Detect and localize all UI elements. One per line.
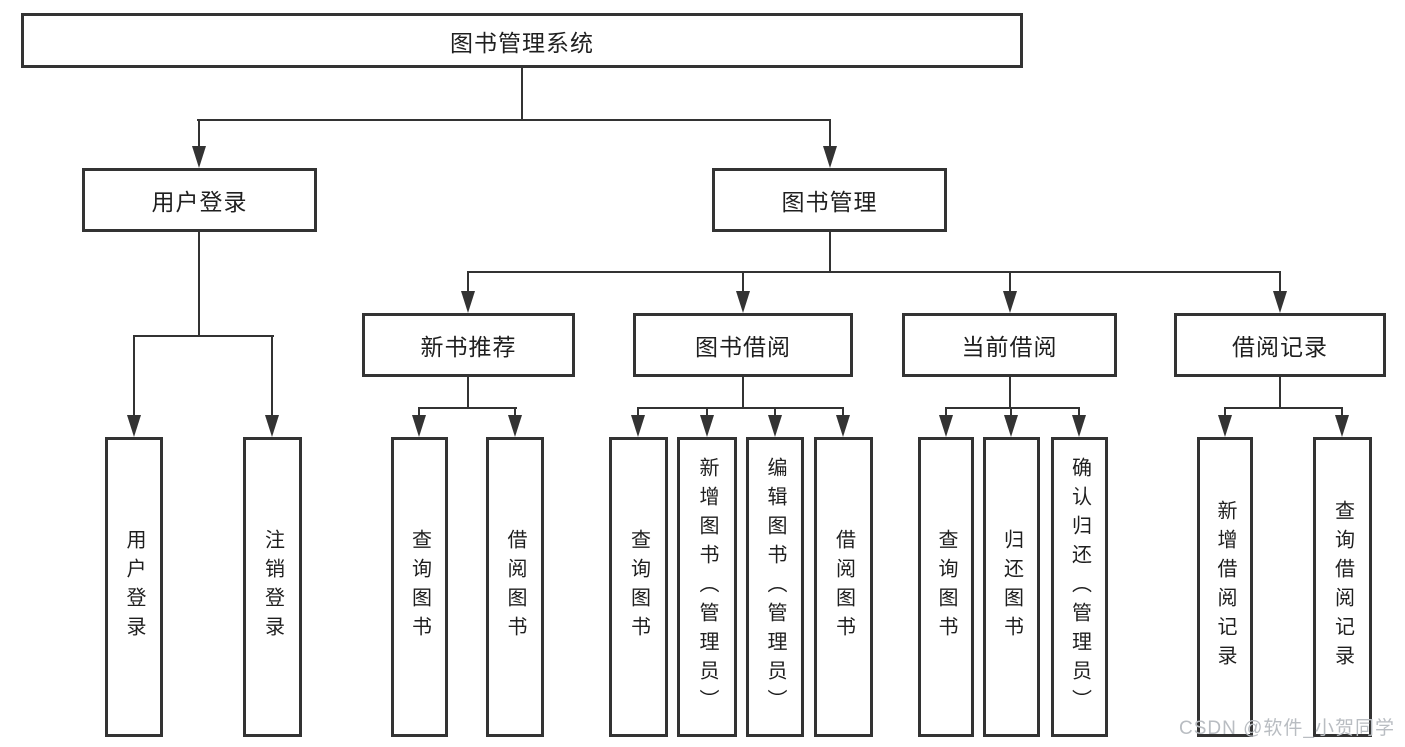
connector-line (467, 271, 469, 296)
arrowhead (1072, 415, 1086, 437)
connector-line (829, 232, 831, 273)
leaf-user-login: 用户登录 (105, 437, 163, 737)
connector-line (418, 407, 420, 418)
leaf-label: 查询图书 (408, 529, 431, 645)
connector-line (418, 407, 517, 409)
connector-line (742, 377, 744, 409)
arrowhead (265, 415, 279, 437)
arrowhead (631, 415, 645, 437)
leaf-query-books-3: 查询图书 (918, 437, 974, 737)
leaf-label: 借阅图书 (832, 529, 855, 645)
arrowhead (736, 291, 750, 313)
node-current-borrowing: 当前借阅 (902, 313, 1117, 377)
connector-line (467, 271, 1281, 273)
node-label: 借阅记录 (1232, 334, 1328, 360)
connector-line (774, 407, 776, 418)
arrowhead (1003, 291, 1017, 313)
arrowhead (412, 415, 426, 437)
leaf-borrow-books-1: 借阅图书 (486, 437, 544, 737)
leaf-return-books: 归还图书 (983, 437, 1040, 737)
node-borrowing-records: 借阅记录 (1174, 313, 1386, 377)
arrowhead (127, 415, 141, 437)
connector-line (1010, 407, 1012, 418)
arrowhead (768, 415, 782, 437)
connector-line (1224, 407, 1226, 418)
leaf-label: 查询图书 (627, 529, 650, 645)
connector-line (521, 68, 523, 121)
connector-line (467, 377, 469, 409)
node-label: 新书推荐 (420, 334, 517, 360)
connector-line (842, 407, 844, 418)
arrowhead (461, 291, 475, 313)
connector-line (637, 407, 639, 418)
leaf-label: 用户登录 (123, 529, 145, 645)
arrowhead (823, 146, 837, 168)
connector-line (1341, 407, 1343, 418)
node-library-management-system: 图书管理系统 (21, 13, 1023, 68)
arrowhead (1218, 415, 1232, 437)
leaf-add-borrow-record: 新增借阅记录 (1197, 437, 1253, 737)
leaf-edit-book-admin: 编辑图书（管理员） (746, 437, 804, 737)
connector-line (271, 335, 273, 418)
connector-line (1224, 407, 1343, 409)
connector-line (1009, 377, 1011, 409)
connector-line (742, 271, 744, 296)
arrowhead (700, 415, 714, 437)
leaf-query-books-2: 查询图书 (609, 437, 668, 737)
leaf-query-borrow-record: 查询借阅记录 (1313, 437, 1372, 737)
connector-line (1279, 377, 1281, 409)
leaf-label: 归还图书 (1000, 529, 1023, 645)
arrowhead (508, 415, 522, 437)
leaf-label: 确认归还（管理员） (1068, 456, 1091, 718)
leaf-borrow-books-2: 借阅图书 (814, 437, 873, 737)
leaf-label: 注销登录 (261, 529, 284, 645)
arrowhead (1273, 291, 1287, 313)
leaf-query-books-1: 查询图书 (391, 437, 448, 737)
node-label: 图书管理系统 (450, 29, 594, 56)
node-label: 图书管理 (781, 189, 878, 215)
connector-line (945, 407, 947, 418)
node-book-management: 图书管理 (712, 168, 947, 232)
leaf-logout: 注销登录 (243, 437, 302, 737)
connector-line (1078, 407, 1080, 418)
arrowhead (1335, 415, 1349, 437)
connector-line (637, 407, 844, 409)
leaf-add-book-admin: 新增图书（管理员） (677, 437, 737, 737)
connector-line (198, 119, 200, 152)
node-user-login: 用户登录 (82, 168, 317, 232)
node-label: 用户登录 (151, 189, 248, 215)
connector-line (198, 232, 200, 337)
arrowhead (192, 146, 206, 168)
connector-line (133, 335, 274, 337)
connector-line (197, 119, 831, 121)
node-label: 当前借阅 (961, 334, 1058, 360)
connector-line (1009, 271, 1011, 296)
connector-line (1279, 271, 1281, 296)
connector-line (945, 407, 1080, 409)
connector-line (706, 407, 708, 418)
leaf-label: 查询图书 (935, 529, 957, 645)
arrowhead (1004, 415, 1018, 437)
watermark-text: CSDN @软件_小贺同学 (1179, 718, 1395, 739)
arrowhead (836, 415, 850, 437)
leaf-label: 查询借阅记录 (1331, 500, 1354, 674)
leaf-label: 编辑图书（管理员） (764, 456, 786, 718)
leaf-confirm-return-admin: 确认归还（管理员） (1051, 437, 1108, 737)
leaf-label: 新增借阅记录 (1214, 500, 1236, 674)
node-book-borrowing: 图书借阅 (633, 313, 853, 377)
node-label: 图书借阅 (695, 334, 791, 360)
node-new-book-recommendation: 新书推荐 (362, 313, 575, 377)
connector-line (829, 119, 831, 152)
arrowhead (939, 415, 953, 437)
leaf-label: 新增图书（管理员） (696, 456, 718, 718)
leaf-label: 借阅图书 (504, 529, 526, 645)
connector-line (133, 335, 135, 418)
connector-line (514, 407, 516, 418)
